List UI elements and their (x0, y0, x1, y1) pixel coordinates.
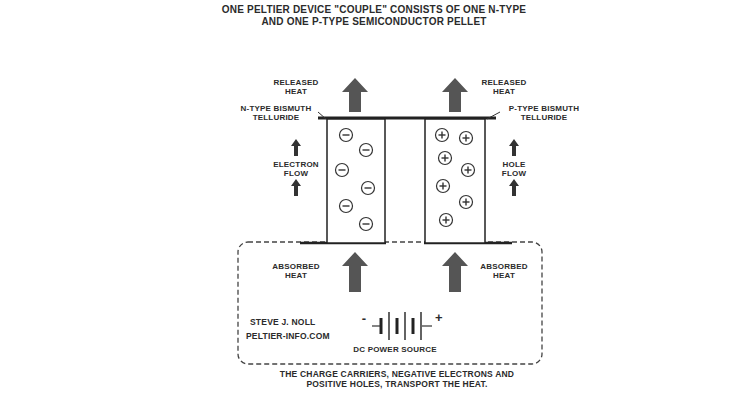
heat-arrow (442, 78, 468, 112)
electron-symbol (340, 129, 353, 142)
leader-line (318, 112, 326, 119)
flow-arrow (291, 179, 301, 196)
polarity-sign: - (358, 312, 370, 327)
hole-symbol (460, 132, 473, 145)
website-credit: PELTIER-INFO.COM (246, 332, 356, 342)
flow-arrow (509, 139, 519, 156)
circuit-loop (238, 242, 542, 364)
source-label: DC POWER SOURCE (330, 345, 460, 354)
heat-arrow (342, 252, 368, 292)
material-label: N-TYPE BISMUTH TELLURIDE (236, 104, 316, 122)
leader-line (487, 112, 500, 119)
polarity-sign: + (432, 311, 446, 326)
hole-symbol (439, 152, 452, 165)
flow-arrow (291, 139, 301, 156)
electron-symbol (362, 182, 375, 195)
electron-symbol (336, 164, 349, 177)
flow-label: ELECTRON FLOW (266, 160, 326, 178)
p-pellet (425, 119, 485, 243)
hole-symbol (436, 129, 449, 142)
heat-arrow (342, 78, 368, 112)
battery-lead (422, 325, 432, 326)
hole-symbol (460, 196, 473, 209)
heat-label: RELEASED HEAT (474, 78, 534, 96)
material-label: P-TYPE BISMUTH TELLURIDE (502, 104, 586, 122)
heat-label: RELEASED HEAT (266, 78, 326, 96)
electron-symbol (360, 144, 373, 157)
hole-symbol (462, 164, 475, 177)
charge-carriers (336, 129, 475, 231)
electron-symbol (340, 200, 353, 213)
battery-symbol (381, 312, 421, 340)
battery-lead (372, 325, 380, 326)
hole-symbol (440, 214, 453, 227)
hole-symbol (437, 180, 450, 193)
heat-arrow (442, 252, 468, 292)
author-credit: STEVE J. NOLL (250, 318, 350, 328)
flow-label: HOLE FLOW (490, 160, 538, 178)
electron-symbol (360, 218, 373, 231)
diagram-title: ONE PELTIER DEVICE "COUPLE" CONSISTS OF … (214, 4, 534, 27)
heat-label: ABSORBED HEAT (472, 262, 536, 280)
n-pellet (327, 119, 385, 243)
flow-arrow (509, 179, 519, 196)
diagram-caption: THE CHARGE CARRIERS, NEGATIVE ELECTRONS … (262, 370, 532, 390)
heat-label: ABSORBED HEAT (264, 262, 328, 280)
